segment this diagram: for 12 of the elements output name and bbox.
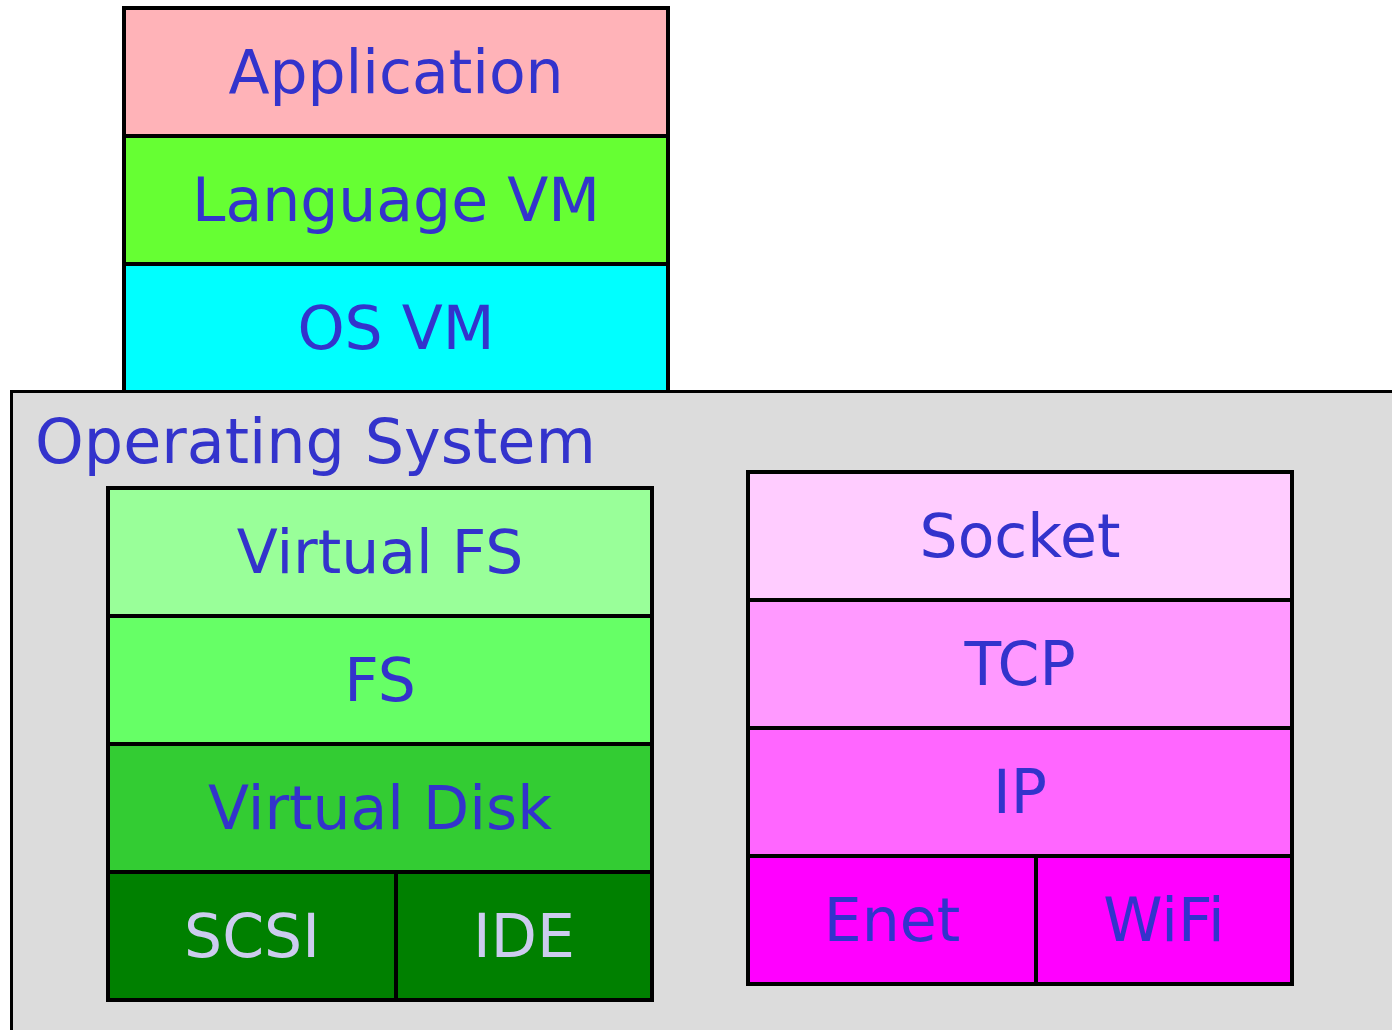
layer-label: TCP — [964, 634, 1076, 694]
group-panel — [10, 390, 1392, 1030]
layer-label: SCSI — [184, 906, 320, 966]
layer-label: Virtual FS — [236, 522, 524, 582]
layer-label: Enet — [823, 890, 961, 950]
layer-label: IP — [993, 762, 1047, 822]
layer-label: IDE — [473, 906, 575, 966]
layer-label: FS — [344, 650, 416, 710]
layer-label: WiFi — [1103, 890, 1225, 950]
layer-label: Socket — [919, 506, 1121, 566]
layer-label: Virtual Disk — [208, 778, 552, 838]
layer-label: OS VM — [297, 298, 495, 358]
